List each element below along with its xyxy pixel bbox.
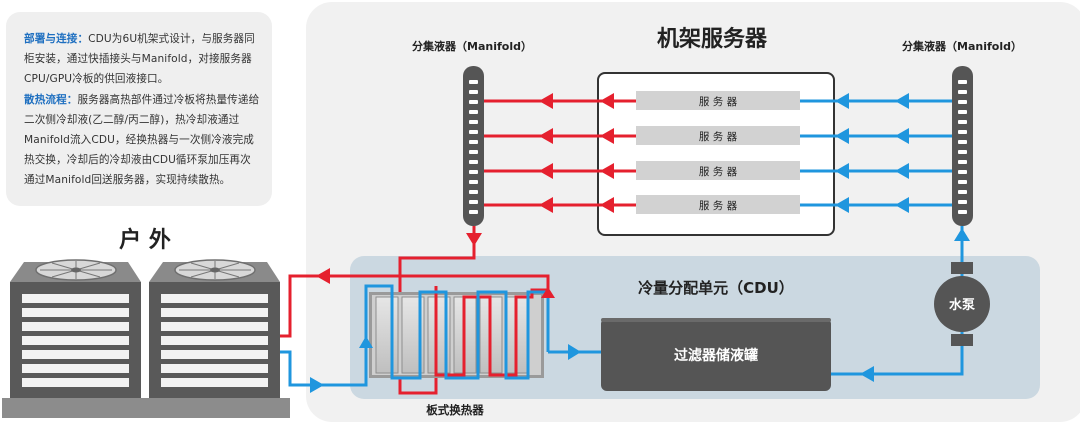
cooling-paragraph: 散热流程：服务器高热部件通过冷板将热量传递给二次侧冷却液(乙二醇/丙二醇)，热冷…: [24, 90, 260, 191]
pump-up-arrow-icon: [954, 228, 970, 241]
exchanger-to-tank-arrow-icon: [568, 344, 581, 360]
description-note: 部署与连接：CDU为6U机架式设计，与服务器同柜安装，通过快插接头与Manifo…: [6, 12, 272, 206]
outdoor-cold-arrow-icon: [310, 377, 324, 393]
manifold-left: [463, 66, 484, 226]
hot-down-arrow-icon: [466, 233, 482, 246]
server-label: 服 务 器: [699, 95, 738, 108]
cooling-tower: [149, 259, 280, 398]
cdu-title: 冷量分配单元（CDU）: [638, 279, 794, 297]
server-unit: [636, 195, 800, 214]
pump-label: 水泵: [949, 297, 975, 313]
server-label: 服 务 器: [699, 199, 738, 212]
plate-heat-exchanger: [369, 292, 544, 378]
deploy-text: CDU为6U机架式设计，与服务器同柜安装，通过快插接头与Manifold，对接服…: [24, 33, 255, 86]
rack-title: 机架服务器: [657, 26, 768, 52]
heat-exchanger-label: 板式换热器: [426, 403, 484, 417]
cold-serpentine-coil: [364, 284, 550, 380]
outdoor-hot-arrow-icon: [316, 268, 330, 284]
cooling-text: 服务器高热部件通过冷板将热量传递给二次侧冷却液(乙二醇/丙二醇)，热冷却液通过M…: [24, 93, 260, 187]
cooling-title: 散热流程：: [24, 93, 78, 106]
manifold-right: [952, 66, 973, 226]
cooling-tower: [10, 259, 141, 398]
outdoor-cooling-towers: [2, 259, 290, 418]
server-label: 服 务 器: [699, 130, 738, 143]
manifold-right-label: 分集液器（Manifold）: [902, 39, 1022, 53]
filter-tank: [601, 318, 831, 391]
server-unit: [636, 91, 800, 110]
deploy-paragraph: 部署与连接：CDU为6U机架式设计，与服务器同柜安装，通过快插接头与Manifo…: [24, 29, 260, 90]
outdoor-cold-pipe: [270, 340, 368, 387]
deploy-title: 部署与连接：: [24, 33, 89, 45]
server-rack: [597, 72, 835, 236]
tank-to-pump-pipe: [831, 226, 964, 376]
server-unit: [636, 161, 800, 180]
tank-to-pump-arrow-icon: [860, 366, 874, 382]
hot-arrow-icons: [539, 93, 614, 213]
manifold-left-label: 分集液器（Manifold）: [412, 39, 532, 53]
server-label: 服 务 器: [699, 165, 738, 178]
cold-supply-lines: [800, 99, 962, 207]
outdoor-hot-pipe: [270, 274, 550, 338]
server-unit: [636, 126, 800, 145]
cold-up-arrow-icon: [359, 336, 373, 348]
water-pump: [934, 262, 990, 346]
server-list: [636, 91, 800, 214]
hot-serpentine-coil: [434, 286, 548, 377]
filter-tank-label: 过滤器储液罐: [674, 347, 758, 364]
cold-arrow-icons: [835, 93, 909, 213]
outdoor-label: 户 外: [119, 227, 171, 253]
hot-up-arrow-icon: [541, 287, 555, 298]
